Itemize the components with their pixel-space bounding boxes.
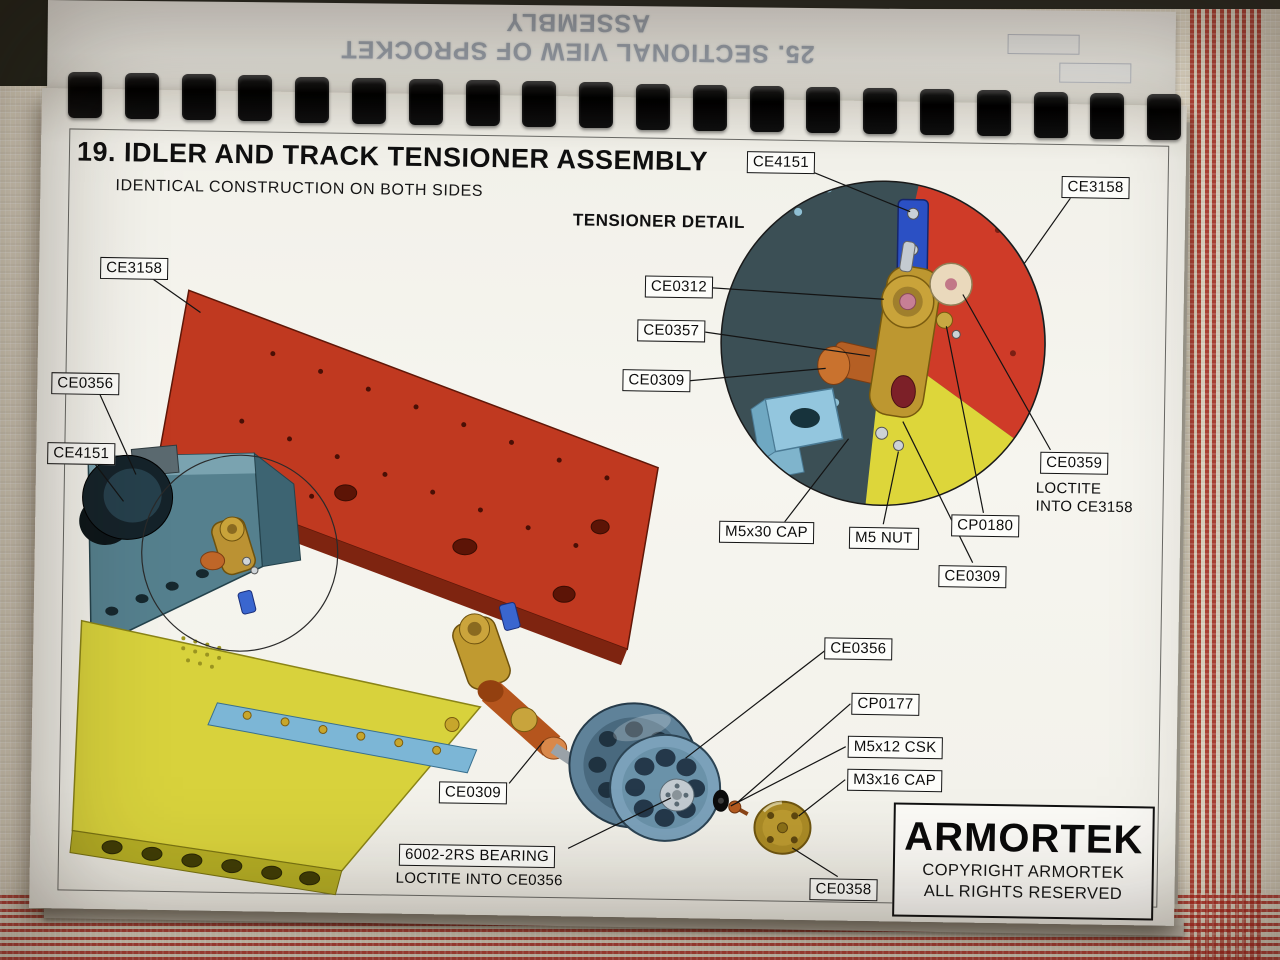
leader-lines: [93, 171, 1071, 878]
center-tensioner-assembly: [452, 601, 595, 777]
rail-screws: [242, 710, 460, 755]
part-label-ce3158-main: CE3158: [100, 256, 169, 281]
wheel-front-spoke-holes: [625, 748, 706, 827]
part-label-ce0309-detail: CE0309: [622, 369, 691, 393]
flipped-ghost-label: [1007, 34, 1080, 55]
part-label-ce0309-right: CE0309: [938, 565, 1007, 589]
note-loctite-ce0356: LOCTITE INTO CE0356: [395, 869, 563, 890]
part-label-ce0312: CE0312: [644, 275, 714, 299]
part-label-ce0359: CE0359: [1040, 451, 1109, 475]
detail-locator-circle: [141, 454, 339, 652]
part-label-ce0357: CE0357: [637, 319, 706, 343]
end-cap-gold: [753, 800, 812, 855]
part-label-ce3158-detail: CE3158: [1061, 176, 1130, 200]
part-label-ce4151-main: CE4151: [47, 442, 116, 466]
base-dot-holes: [181, 636, 222, 669]
csk-screw-head: [728, 800, 742, 814]
armortek-brand: ARMORTEK: [903, 814, 1144, 863]
tensioner-detail-view: [718, 178, 1048, 508]
part-label-ce0356-mid: CE0356: [824, 637, 893, 661]
part-label-m3x16-cap: M3x16 CAP: [847, 768, 943, 793]
base-plate-yellow: [69, 619, 482, 896]
armortek-logo-box: ARMORTEK COPYRIGHT ARMORTEK ALL RIGHTS R…: [892, 802, 1155, 921]
left-tensioner-bracket: [200, 516, 259, 615]
part-label-ce0356-main: CE0356: [51, 372, 120, 396]
idler-wheel: [568, 702, 722, 842]
photo-top-edge: [0, 0, 1280, 9]
part-label-cp0180: CP0180: [951, 514, 1020, 538]
part-label-m5x30-cap: M5x30 CAP: [718, 520, 815, 545]
part-label-cp0177: CP0177: [851, 692, 920, 716]
copyright-line-2: ALL RIGHTS RESERVED: [923, 881, 1123, 903]
flipped-page-title: 25. SECTIONAL VIEW OF SPROCKET ASSEMBLY: [340, 7, 815, 69]
part-label-ce0309-bottom: CE0309: [438, 781, 508, 805]
technical-drawing: [69, 171, 1071, 896]
note-loctite-ce3158-line1: LOCTITE: [1035, 479, 1102, 498]
small-fasteners: [712, 789, 749, 816]
part-label-m5-nut: M5 NUT: [848, 526, 919, 550]
manual-page: 19. IDLER AND TRACK TENSIONER ASSEMBLY I…: [29, 88, 1187, 926]
panel-large-holes: [334, 484, 610, 603]
part-label-m5x12-csk: M5x12 CSK: [847, 735, 943, 760]
part-label-ce4151-detail: CE4151: [746, 151, 816, 175]
flipped-ghost-label: [1059, 62, 1132, 84]
part-label-ce0358: CE0358: [809, 878, 878, 902]
base-front-holes: [101, 840, 321, 886]
part-label-bearing: 6002-2RS BEARING: [398, 843, 556, 869]
tablecloth-red-stripe-vertical: [1190, 0, 1264, 960]
note-loctite-ce3158-line2: INTO CE3158: [1035, 497, 1133, 517]
detail-brass-nut: [935, 311, 953, 329]
front-rail-blue: [207, 702, 478, 774]
